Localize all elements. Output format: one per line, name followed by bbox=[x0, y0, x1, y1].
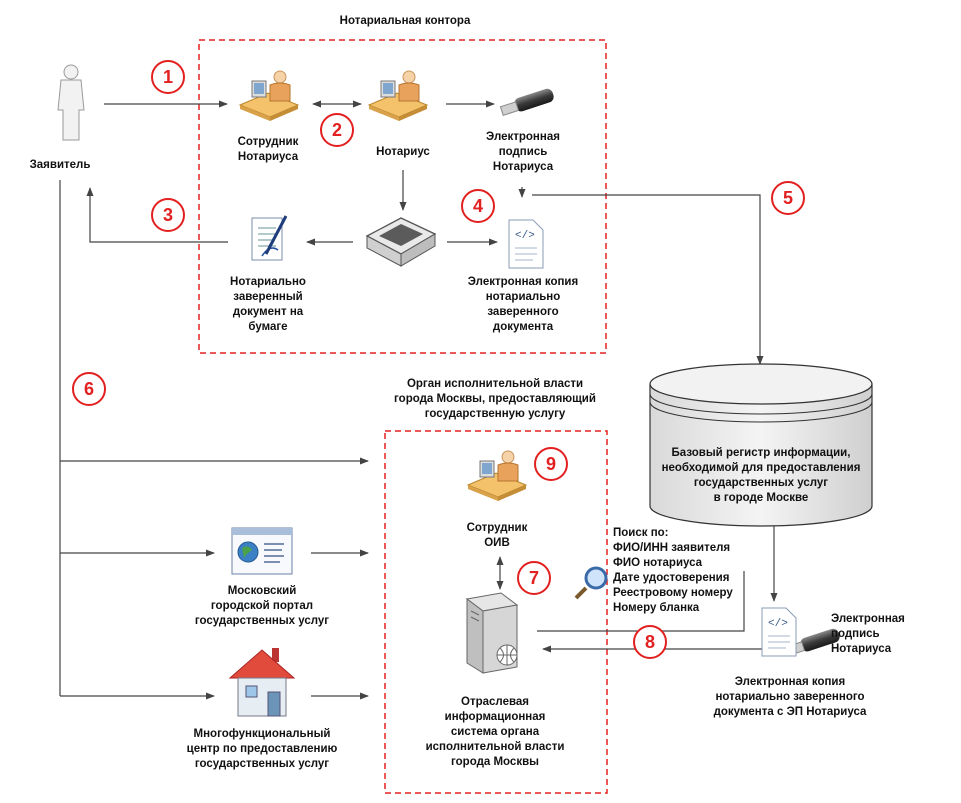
desk-worker-icon bbox=[239, 70, 299, 122]
paper-doc-label: Нотариально заверенный документ на бумаг… bbox=[230, 276, 306, 333]
svg-text:</>: </> bbox=[515, 230, 535, 242]
step-6-badge: 6 bbox=[72, 372, 106, 406]
scanner-icon bbox=[365, 217, 437, 267]
applicant-label: Заявитель bbox=[29, 159, 91, 171]
step-9-badge: 9 bbox=[534, 447, 568, 481]
step-4-badge: 4 bbox=[461, 189, 495, 223]
notary-office-box bbox=[198, 39, 607, 354]
desk-worker-icon bbox=[467, 450, 527, 502]
search-criteria-label: Поиск по: ФИО/ИНН заявителя ФИО нотариус… bbox=[613, 527, 733, 614]
oiv-title: Орган исполнительной власти города Москв… bbox=[394, 378, 596, 420]
web-portal-icon bbox=[231, 527, 293, 575]
notary-office-title: Нотариальная контора bbox=[339, 15, 471, 27]
person-icon bbox=[57, 64, 85, 141]
notary-employee-label: Сотрудник Нотариуса bbox=[237, 136, 299, 163]
step-2-badge: 2 bbox=[320, 113, 354, 147]
step-1-badge: 1 bbox=[151, 60, 185, 94]
esign-notary-2-label: Электронная подпись Нотариуса bbox=[831, 613, 905, 655]
usb-key-icon bbox=[499, 86, 556, 116]
step-3-badge: 3 bbox=[151, 198, 185, 232]
svg-text:</>: </> bbox=[768, 618, 788, 630]
notary-label: Нотариус bbox=[376, 146, 430, 158]
server-icon bbox=[465, 592, 519, 674]
signed-document-icon bbox=[251, 215, 288, 261]
step-8-badge: 8 bbox=[633, 625, 667, 659]
magnifier-icon bbox=[574, 566, 608, 600]
code-document-icon: </> bbox=[761, 607, 797, 657]
esign-notary-label: Электронная подпись Нотариуса bbox=[486, 131, 560, 173]
portal-label: Московский городской портал государствен… bbox=[194, 585, 330, 627]
registry-label: Базовый регистр информации, необходимой … bbox=[661, 447, 861, 504]
oiv-box bbox=[384, 430, 608, 794]
step-5-badge: 5 bbox=[771, 181, 805, 215]
connectors bbox=[59, 100, 778, 700]
e-copy-label: Электронная копия нотариально заверенног… bbox=[467, 276, 579, 333]
database-icon bbox=[649, 363, 873, 527]
house-icon bbox=[228, 648, 296, 717]
oiv-employee-label: Сотрудник ОИВ bbox=[466, 522, 528, 549]
code-document-icon: </> bbox=[508, 219, 544, 269]
desk-worker-icon bbox=[368, 70, 428, 122]
oiv-system-label: Отраслевая информационная система органа… bbox=[425, 696, 565, 768]
step-7-badge: 7 bbox=[517, 561, 551, 595]
mfc-label: Многофункциональный центр по предоставле… bbox=[186, 728, 338, 770]
e-copy-signed-label: Электронная копия нотариально заверенног… bbox=[713, 676, 867, 718]
